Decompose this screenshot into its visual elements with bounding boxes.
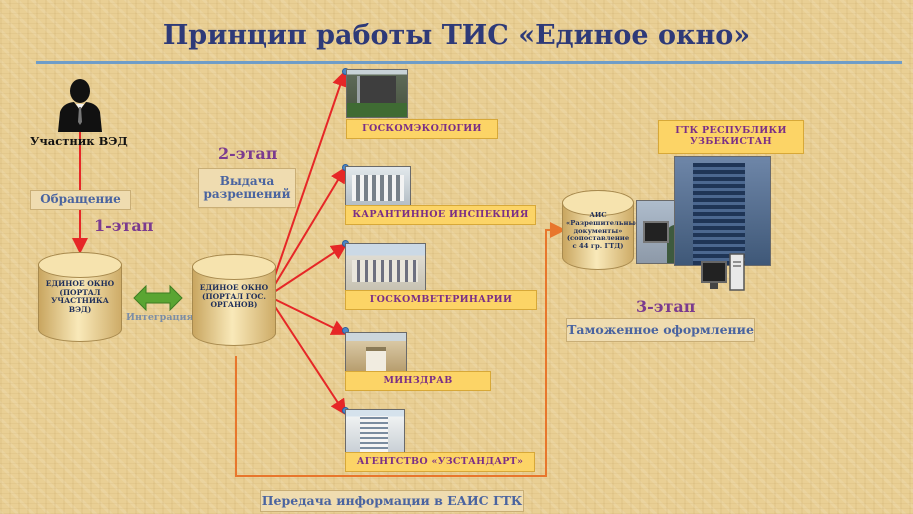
agency-minzdrav: МИНЗДРАВ bbox=[345, 371, 491, 391]
stage-3-label: 3-этап bbox=[636, 297, 696, 316]
permits-label: Выдача разрешений bbox=[198, 168, 296, 208]
agency-goskomveterinarii: ГОСКОМВЕТЕРИНАРИИ bbox=[345, 290, 537, 310]
agencies-portal-database: ЕДИНОЕ ОКНО (ПОРТАЛ ГОС. ОРГАНОВ) bbox=[192, 254, 276, 346]
minzdrav-building-photo bbox=[345, 332, 407, 374]
agency-goskomekologii: ГОСКОМЭКОЛОГИИ bbox=[346, 119, 498, 139]
appeal-label: Обращение bbox=[30, 190, 131, 210]
database-top bbox=[562, 190, 634, 216]
trees-shape bbox=[347, 103, 407, 117]
arrow-to-uzstandart bbox=[267, 295, 347, 416]
arrow-to-goskomekologii bbox=[267, 70, 348, 297]
goskomveterinarii-building-photo bbox=[345, 243, 426, 291]
gtk-label: ГТК РЕСПУБЛИКИ УЗБЕКИСТАН bbox=[658, 120, 804, 154]
computer-icon bbox=[701, 253, 745, 291]
windows-shape bbox=[352, 260, 418, 282]
gtk-building-photo bbox=[674, 156, 771, 266]
arrow-to-goskomveterinarii bbox=[267, 243, 348, 297]
arrow-transfer-to-ais bbox=[235, 222, 566, 477]
officer-monitor bbox=[643, 221, 669, 243]
stage-1-label: 1-этап bbox=[94, 216, 154, 235]
integration-label: Интеграция bbox=[126, 312, 194, 323]
arrow-to-minzdrav bbox=[267, 295, 348, 335]
person-icon bbox=[58, 79, 102, 132]
glass-facade bbox=[693, 163, 745, 265]
integration-arrow bbox=[133, 284, 183, 312]
agency-karantin: КАРАНТИННОЕ ИНСПЕКЦИЯ bbox=[345, 205, 536, 225]
customs-clearance-label: Таможенное оформление bbox=[566, 318, 755, 342]
transfer-label: Передача информации в ЕАИС ГТК bbox=[260, 490, 524, 512]
agency-uzstandart: АГЕНТСТВО «УЗСТАНДАРТ» bbox=[345, 452, 535, 472]
goskomekologii-building-photo bbox=[346, 69, 408, 118]
entrance-shape bbox=[366, 347, 386, 373]
arrow-to-karantin bbox=[267, 166, 347, 297]
tower-shape bbox=[360, 416, 388, 452]
building-shape bbox=[357, 76, 396, 106]
participant-label: Участник ВЭД bbox=[30, 134, 128, 148]
database-top bbox=[192, 254, 276, 280]
stage-2-label: 2-этап bbox=[218, 144, 278, 163]
karantin-building-photo bbox=[345, 166, 411, 206]
agencies-portal-label: ЕДИНОЕ ОКНО (ПОРТАЛ ГОС. ОРГАНОВ) bbox=[199, 283, 269, 310]
page-title: Принцип работы ТИС «Единое окно» bbox=[162, 20, 751, 51]
ais-database: АИС «Разрешительные документы» (сопостав… bbox=[562, 190, 640, 270]
ais-label: АИС «Разрешительные документы» (сопостав… bbox=[566, 211, 640, 251]
database-top bbox=[38, 252, 122, 278]
title-divider bbox=[36, 61, 902, 64]
uzstandart-building-photo bbox=[345, 409, 405, 453]
participant-portal-database: ЕДИНОЕ ОКНО (ПОРТАЛ УЧАСТНИКА ВЭД) bbox=[38, 252, 122, 342]
participant-portal-label: ЕДИНОЕ ОКНО (ПОРТАЛ УЧАСТНИКА ВЭД) bbox=[45, 279, 115, 314]
columns-shape bbox=[352, 175, 404, 201]
